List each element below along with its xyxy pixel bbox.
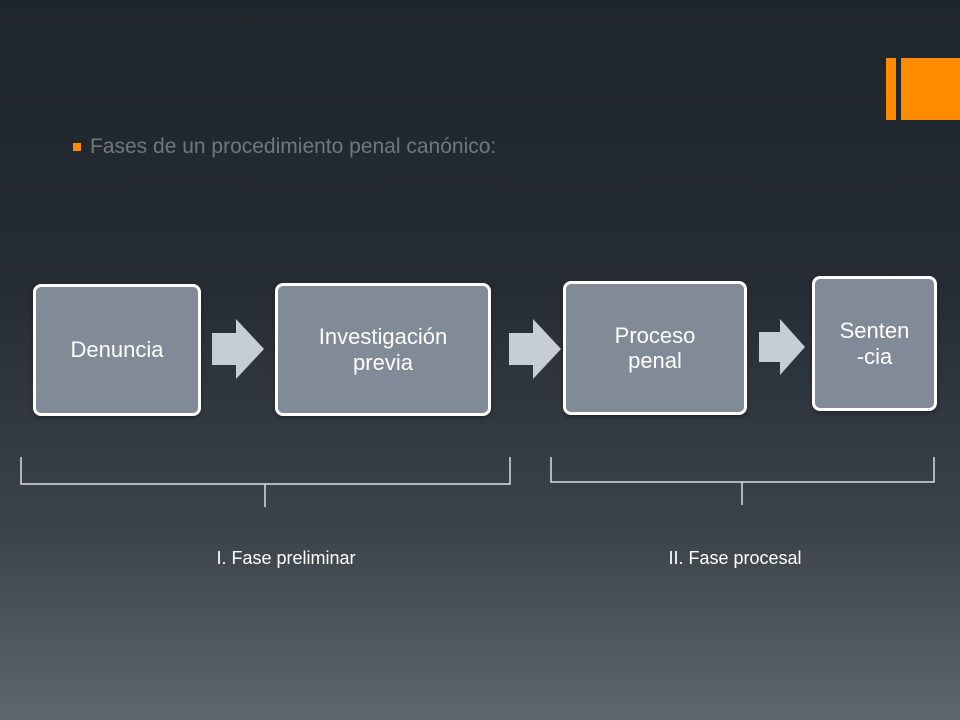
step-label: Investigación previa xyxy=(318,324,448,375)
arrow-right-icon xyxy=(759,319,805,375)
step-label: Proceso penal xyxy=(614,322,696,373)
brace-procesal xyxy=(550,457,935,505)
arrow-right-icon xyxy=(509,319,561,379)
step-label: Denuncia xyxy=(70,337,164,363)
slide-bullet: Fases de un procedimiento penal canónico… xyxy=(73,135,496,159)
slide-heading: Fases de un procedimiento penal canónico… xyxy=(90,135,497,158)
phase-label-preliminar: I. Fase preliminar xyxy=(216,548,356,568)
arrow-right-icon xyxy=(212,319,264,379)
phase-label-procesal: II. Fase procesal xyxy=(668,548,802,568)
square-bullet-icon xyxy=(73,143,81,151)
accent-bar-thick xyxy=(901,58,960,120)
step-proceso-penal: Proceso penal xyxy=(563,281,747,415)
accent-bar-thin xyxy=(886,58,896,120)
step-sentencia: Senten -cia xyxy=(812,276,937,411)
step-denuncia: Denuncia xyxy=(33,284,201,416)
step-investigacion-previa: Investigación previa xyxy=(275,283,491,416)
brace-preliminar xyxy=(20,457,511,507)
step-label: Senten -cia xyxy=(839,318,910,369)
